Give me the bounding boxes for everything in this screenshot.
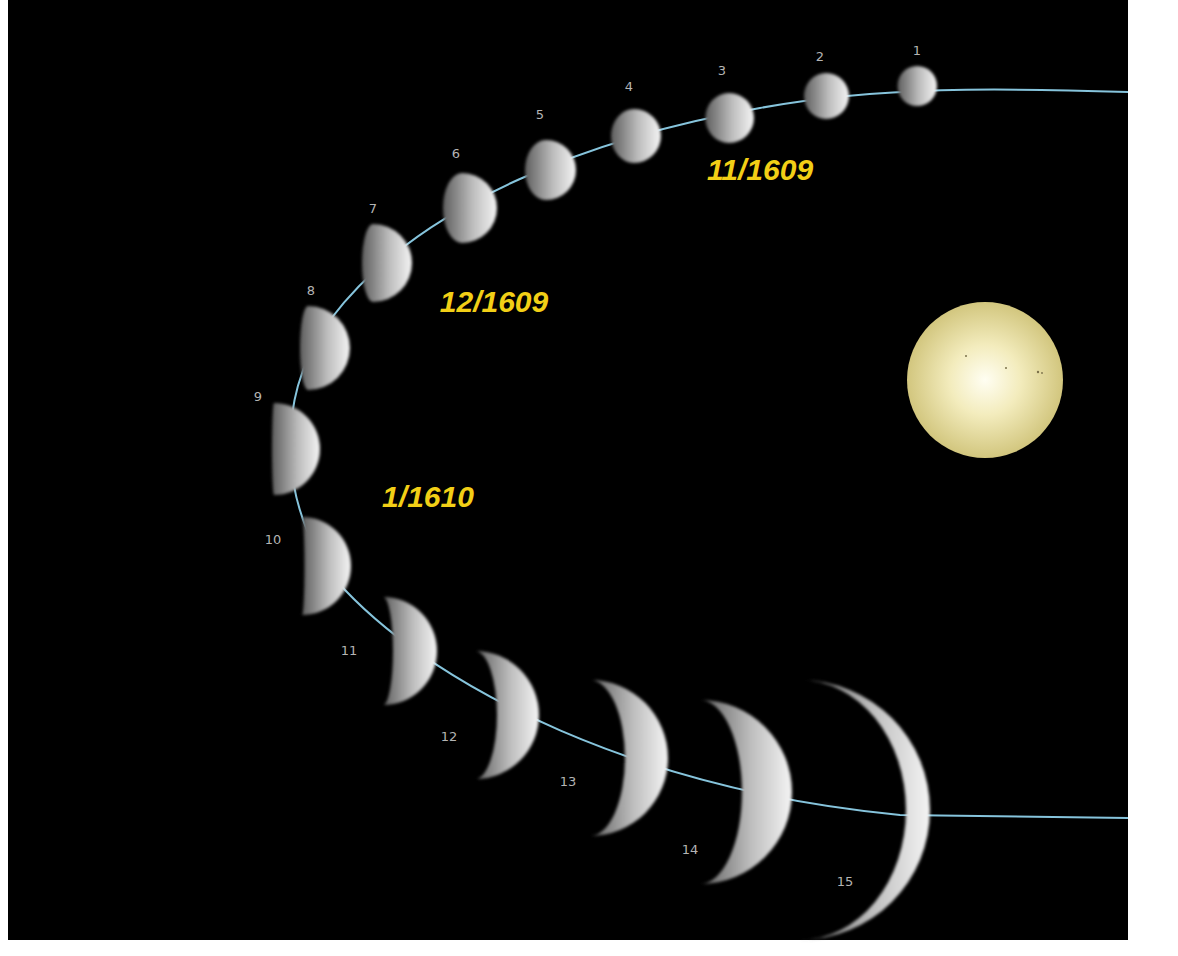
callout-number: 8 — [307, 283, 315, 298]
callout-number: 14 — [682, 842, 699, 857]
sunspot — [1005, 367, 1007, 369]
date-label: 1/1610 — [382, 480, 474, 514]
orbit-path — [290, 89, 1128, 818]
callout-number: 12 — [441, 729, 458, 744]
sun-disc — [907, 302, 1063, 458]
date-label: 12/1609 — [440, 285, 548, 319]
venus-phase — [611, 109, 661, 163]
callout-number: 3 — [718, 63, 726, 78]
venus-phase — [383, 597, 437, 705]
callout-number: 10 — [265, 532, 282, 547]
callout-number: 7 — [369, 201, 377, 216]
venus-phase — [362, 224, 412, 302]
callout-number: 2 — [816, 49, 824, 64]
venus-phases — [272, 66, 937, 940]
venus-phase — [302, 517, 351, 615]
callout-number: 6 — [452, 146, 460, 161]
sunspot — [1041, 372, 1043, 374]
venus-phase — [804, 73, 849, 119]
venus-phase — [898, 66, 938, 106]
callout-number: 5 — [536, 107, 544, 122]
venus-phase — [443, 173, 497, 243]
venus-phase — [700, 700, 792, 884]
callout-number: 15 — [837, 874, 854, 889]
venus-phase — [272, 403, 320, 495]
venus-phase — [300, 306, 350, 390]
venus-phase — [800, 680, 930, 940]
sunspot — [1037, 371, 1039, 373]
sun — [907, 302, 1063, 458]
callout-number: 1 — [913, 43, 921, 58]
venus-phase — [705, 93, 754, 143]
callout-number: 9 — [254, 389, 262, 404]
callout-number: 4 — [625, 79, 633, 94]
callout-number: 13 — [560, 774, 577, 789]
sunspot — [965, 355, 967, 357]
venus-phase — [475, 651, 539, 779]
venus-phase — [590, 680, 668, 836]
callout-number: 11 — [341, 643, 358, 658]
space-background — [8, 0, 1128, 940]
venus-phase — [525, 140, 576, 200]
date-label: 11/1609 — [707, 153, 813, 187]
